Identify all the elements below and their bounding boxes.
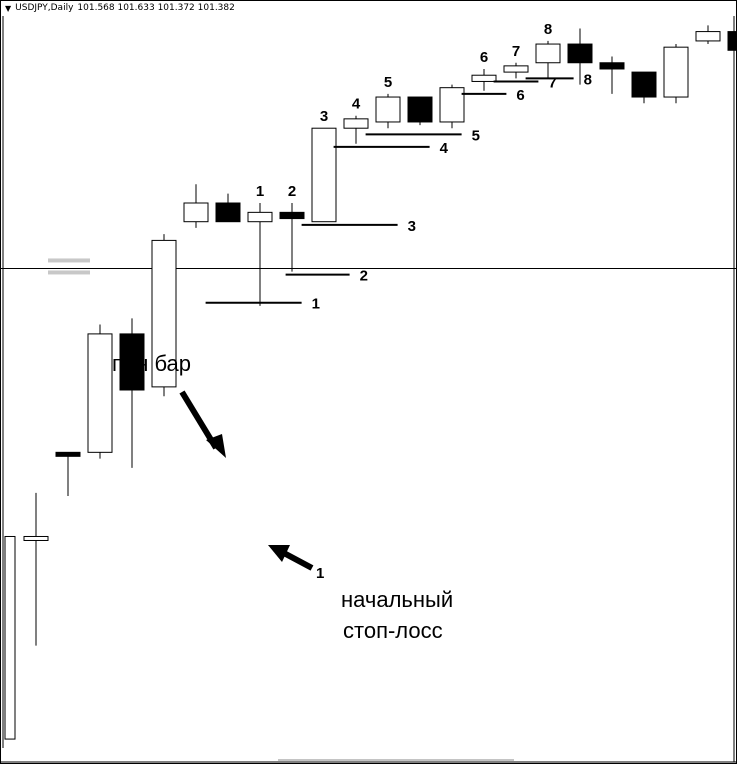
candle-body bbox=[311, 127, 337, 223]
stop-level-label: 2 bbox=[360, 268, 368, 285]
stop-level-label: 4 bbox=[440, 140, 449, 157]
candle-body bbox=[439, 87, 465, 123]
initial-stop-arrow bbox=[280, 549, 314, 571]
initial-stop-arrowhead bbox=[268, 545, 290, 562]
candle-body bbox=[151, 239, 177, 388]
candle-body bbox=[663, 46, 689, 98]
ohlc-readout: 101.568 101.633 101.372 101.382 bbox=[77, 3, 235, 13]
candle-body bbox=[599, 62, 625, 70]
stop-level-label: 7 bbox=[548, 74, 556, 91]
candle-body bbox=[343, 118, 369, 129]
candle-body bbox=[87, 333, 113, 453]
candle-body bbox=[503, 65, 529, 73]
candle-body bbox=[471, 74, 497, 82]
triangle-down-icon[interactable]: ▼ bbox=[5, 3, 12, 13]
candle-body bbox=[23, 535, 49, 541]
highlight-bar-top bbox=[48, 258, 90, 263]
candle-body bbox=[247, 211, 273, 223]
stop-level-label: 5 bbox=[472, 127, 480, 144]
candle-body bbox=[407, 96, 433, 123]
candle-body bbox=[55, 451, 81, 457]
candle-body bbox=[727, 31, 737, 51]
chart-header: ▼ USDJPY,Daily 101.568 101.633 101.372 1… bbox=[5, 3, 235, 13]
stop-level-label: 6 bbox=[516, 87, 524, 104]
pin-bar-annotation: пин бар bbox=[112, 351, 191, 376]
candle-body bbox=[215, 202, 241, 223]
stop-level-label: 1 bbox=[312, 296, 320, 313]
candle-body bbox=[183, 202, 209, 223]
candle-number-label: 2 bbox=[288, 183, 296, 200]
initial-stop-annotation-line2: стоп-лосс bbox=[343, 618, 443, 643]
candle-number-label: 3 bbox=[320, 108, 328, 125]
stop-level-label: 8 bbox=[584, 71, 592, 88]
candle-number-label: 1 bbox=[256, 183, 264, 200]
candle-body bbox=[567, 43, 593, 64]
stop-level-label: 3 bbox=[408, 218, 416, 235]
pin-bar-arrowhead bbox=[206, 434, 226, 458]
initial-stop-annotation-line1: начальный bbox=[341, 587, 453, 612]
candle-number-label: 8 bbox=[544, 21, 552, 38]
candle-body bbox=[535, 43, 561, 64]
candle-body bbox=[279, 211, 305, 220]
candle-body bbox=[119, 333, 145, 391]
candle-number-label: 7 bbox=[512, 43, 520, 60]
candle-number-label: 6 bbox=[480, 49, 488, 66]
highlight-bar-bottom bbox=[48, 270, 90, 275]
candle-body bbox=[375, 96, 401, 123]
symbol-label: USDJPY,Daily bbox=[15, 3, 74, 13]
candle-number-label: 4 bbox=[352, 96, 361, 113]
partial-candle bbox=[4, 535, 16, 740]
candle-body bbox=[631, 71, 657, 98]
candle-number-label: 5 bbox=[384, 74, 392, 91]
candle-body bbox=[695, 31, 721, 42]
initial-stop-arrow-label: 1 bbox=[316, 565, 324, 582]
